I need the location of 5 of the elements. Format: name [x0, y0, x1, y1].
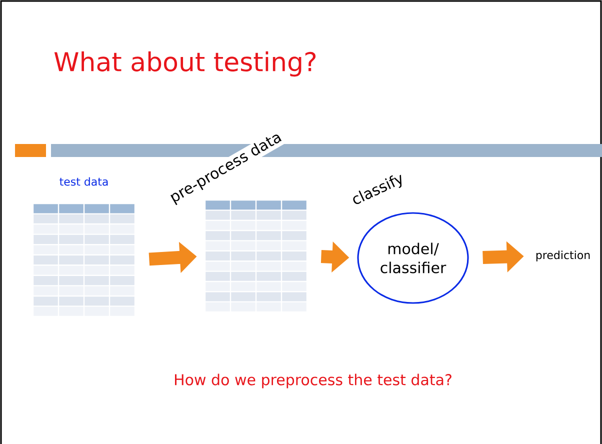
table-drawing — [34, 204, 134, 316]
title: What about testing? — [54, 51, 316, 77]
table-caption: test data — [60, 177, 108, 186]
output-label: prediction — [536, 250, 590, 262]
question-text: How do we preprocess the test data? — [175, 374, 452, 388]
